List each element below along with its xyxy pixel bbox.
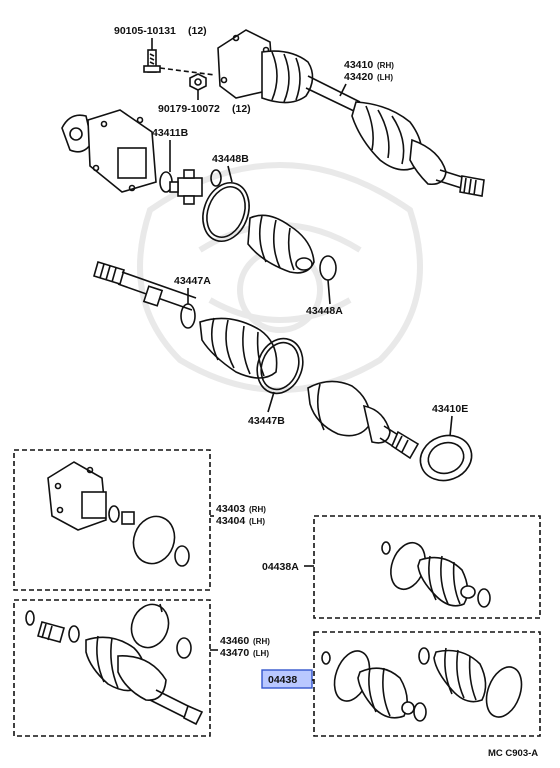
- boot-clamp-b-ring[interactable]: [195, 176, 257, 247]
- label-outer-rh-side: (RH): [377, 61, 394, 70]
- shaft-assembly-parts[interactable]: [25, 599, 204, 726]
- clamp-a-ring[interactable]: [180, 303, 196, 329]
- label-boot-clamp-a: 43448A: [306, 305, 343, 317]
- inner-housing-part[interactable]: [61, 109, 157, 193]
- clamp-b-ring[interactable]: [250, 332, 310, 400]
- nut-part[interactable]: [189, 73, 207, 91]
- label-dust-deflector: 43410E: [432, 403, 468, 415]
- shaft-assembly-group-box: [13, 599, 211, 737]
- label-shaft-lh-side: (LH): [253, 649, 269, 658]
- label-bolt-qty: (12): [188, 25, 207, 37]
- label-inner-lh-side: (LH): [249, 517, 265, 526]
- label-clamp-b: 43447B: [248, 415, 285, 427]
- boot-clamp-a-ring[interactable]: [319, 255, 337, 281]
- tripod-joint-part[interactable]: [169, 169, 203, 205]
- label-outer-lh-side: (LH): [377, 73, 393, 82]
- boot-kit-group-box: [313, 631, 541, 737]
- drive-shaft-part[interactable]: [93, 260, 197, 311]
- boot-kit-callout-button[interactable]: 04438: [261, 669, 313, 689]
- highlight-box: [261, 669, 313, 689]
- label-inner-ring: 43411B: [152, 127, 189, 139]
- dust-deflector-part[interactable]: [414, 428, 478, 487]
- label-bolt: 90105-10131: [114, 25, 176, 37]
- label-inner-rh-side: (RH): [249, 505, 266, 514]
- inner-joint-group-box: [13, 449, 211, 591]
- diagram-code: MC C903-A: [488, 748, 538, 759]
- inner-boot-part[interactable]: [247, 214, 315, 274]
- label-nut-qty: (12): [232, 103, 251, 115]
- inner-joint-assembly[interactable]: [47, 461, 190, 569]
- boot-kit-parts[interactable]: [321, 646, 528, 722]
- outer-joint-assembly[interactable]: [217, 29, 485, 197]
- label-nut: 90179-10072: [158, 103, 220, 115]
- bolt-part[interactable]: [143, 49, 161, 73]
- label-inner-lh: 43404: [216, 515, 245, 527]
- boot-kit-a-group-box: [313, 515, 541, 619]
- snap-ring-part-2[interactable]: [210, 169, 222, 187]
- label-clamp-a: 43447A: [174, 275, 211, 287]
- label-shaft-lh: 43470: [220, 647, 249, 659]
- outer-cv-joint-part[interactable]: [307, 380, 420, 460]
- label-outer-lh: 43420: [344, 71, 373, 83]
- label-boot-kit-a: 04438A: [262, 561, 299, 573]
- boot-kit-a-parts[interactable]: [381, 538, 491, 608]
- label-boot-kit-highlight: 04438: [268, 674, 297, 686]
- label-shaft-rh: 43460: [220, 635, 249, 647]
- label-shaft-rh-side: (RH): [253, 637, 270, 646]
- label-boot-clamp-b: 43448B: [212, 153, 249, 165]
- label-outer-rh: 43410: [344, 59, 373, 71]
- watermark-emblem: [137, 162, 423, 393]
- label-inner-rh: 43403: [216, 503, 245, 515]
